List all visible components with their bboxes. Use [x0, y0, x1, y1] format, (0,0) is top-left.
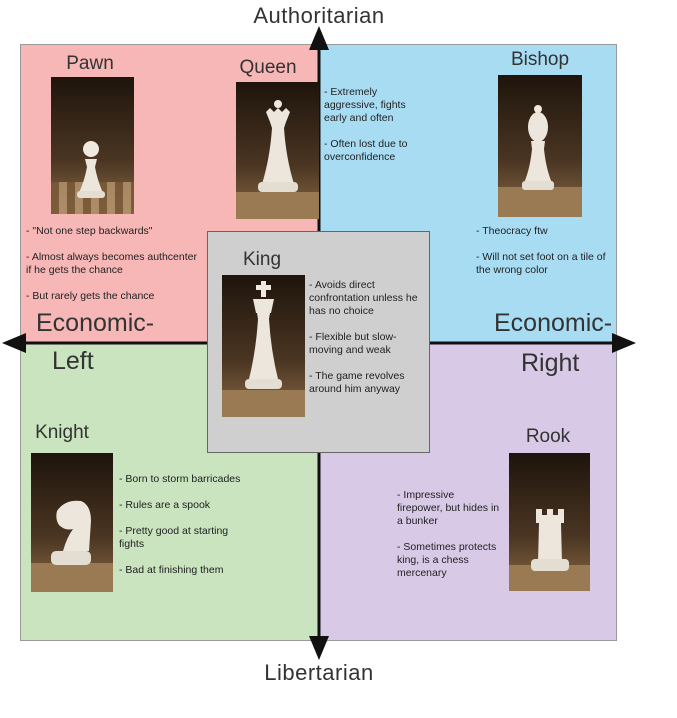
queen-note-1: - Extremely aggressive, fights early and… [324, 86, 406, 124]
bishop-notes: - Theocracy ftw - Will not set foot on a… [476, 225, 614, 290]
chess-bishop-icon [498, 75, 582, 217]
arrow-up-icon [309, 26, 329, 50]
king-photo [222, 275, 305, 417]
king-note-3: - The game revolves around him anyway [309, 370, 405, 395]
king-title: King [242, 249, 282, 270]
knight-notes: - Born to storm barricades - Rules are a… [119, 473, 251, 590]
king-notes: - Avoids direct confrontation unless he … [309, 279, 423, 409]
pawn-note-3: - But rarely gets the chance [26, 290, 155, 302]
axis-label-economic-left-2: Left [52, 347, 94, 375]
chess-king-icon [222, 275, 305, 417]
rook-note-1: - Impressive firepower, but hides in a b… [397, 489, 500, 527]
bishop-photo [498, 75, 582, 217]
queen-note-2: - Often lost due to overconfidence [324, 138, 408, 163]
bishop-note-1: - Theocracy ftw [476, 225, 548, 237]
chess-pawn-icon [51, 77, 134, 214]
chess-queen-icon [236, 82, 319, 219]
pawn-title: Pawn [66, 53, 114, 74]
pawn-note-2: - Almost always becomes authcenter if he… [26, 251, 197, 276]
queen-notes: - Extremely aggressive, fights early and… [324, 86, 424, 177]
arrow-right-icon [612, 333, 636, 353]
knight-note-3: - Pretty good at starting fights [119, 525, 229, 550]
knight-note-1: - Born to storm barricades [119, 473, 241, 485]
knight-note-2: - Rules are a spook [119, 499, 211, 511]
knight-title: Knight [35, 422, 89, 443]
rook-photo [509, 453, 590, 591]
queen-title: Queen [239, 57, 297, 78]
axis-label-economic-right-2: Right [521, 349, 580, 377]
rook-title: Rook [525, 426, 571, 447]
king-note-2: - Flexible but slow-moving and weak [309, 331, 397, 356]
arrow-left-icon [2, 333, 26, 353]
rook-note-2: - Sometimes protects king, is a chess me… [397, 541, 497, 579]
pawn-notes: - "Not one step backwards" - Almost alwa… [26, 225, 202, 316]
bishop-title: Bishop [510, 49, 570, 70]
knight-note-4: - Bad at finishing them [119, 564, 224, 576]
axis-label-authoritarian: Authoritarian [253, 3, 385, 28]
rook-notes: - Impressive firepower, but hides in a b… [397, 489, 501, 593]
axis-label-economic-left-1: Economic- [36, 309, 155, 337]
pawn-photo [51, 77, 134, 214]
king-note-1: - Avoids direct confrontation unless he … [309, 279, 418, 317]
chess-knight-icon [31, 453, 113, 592]
pawn-note-1: - "Not one step backwards" [26, 225, 153, 237]
chess-rook-icon [509, 453, 590, 591]
arrow-down-icon [309, 636, 329, 660]
queen-photo [236, 82, 319, 219]
axis-label-libertarian: Libertarian [264, 660, 374, 685]
axis-label-economic-right-1: Economic- [494, 309, 613, 337]
bishop-note-2: - Will not set foot on a tile of the wro… [476, 251, 606, 276]
knight-photo [31, 453, 113, 592]
